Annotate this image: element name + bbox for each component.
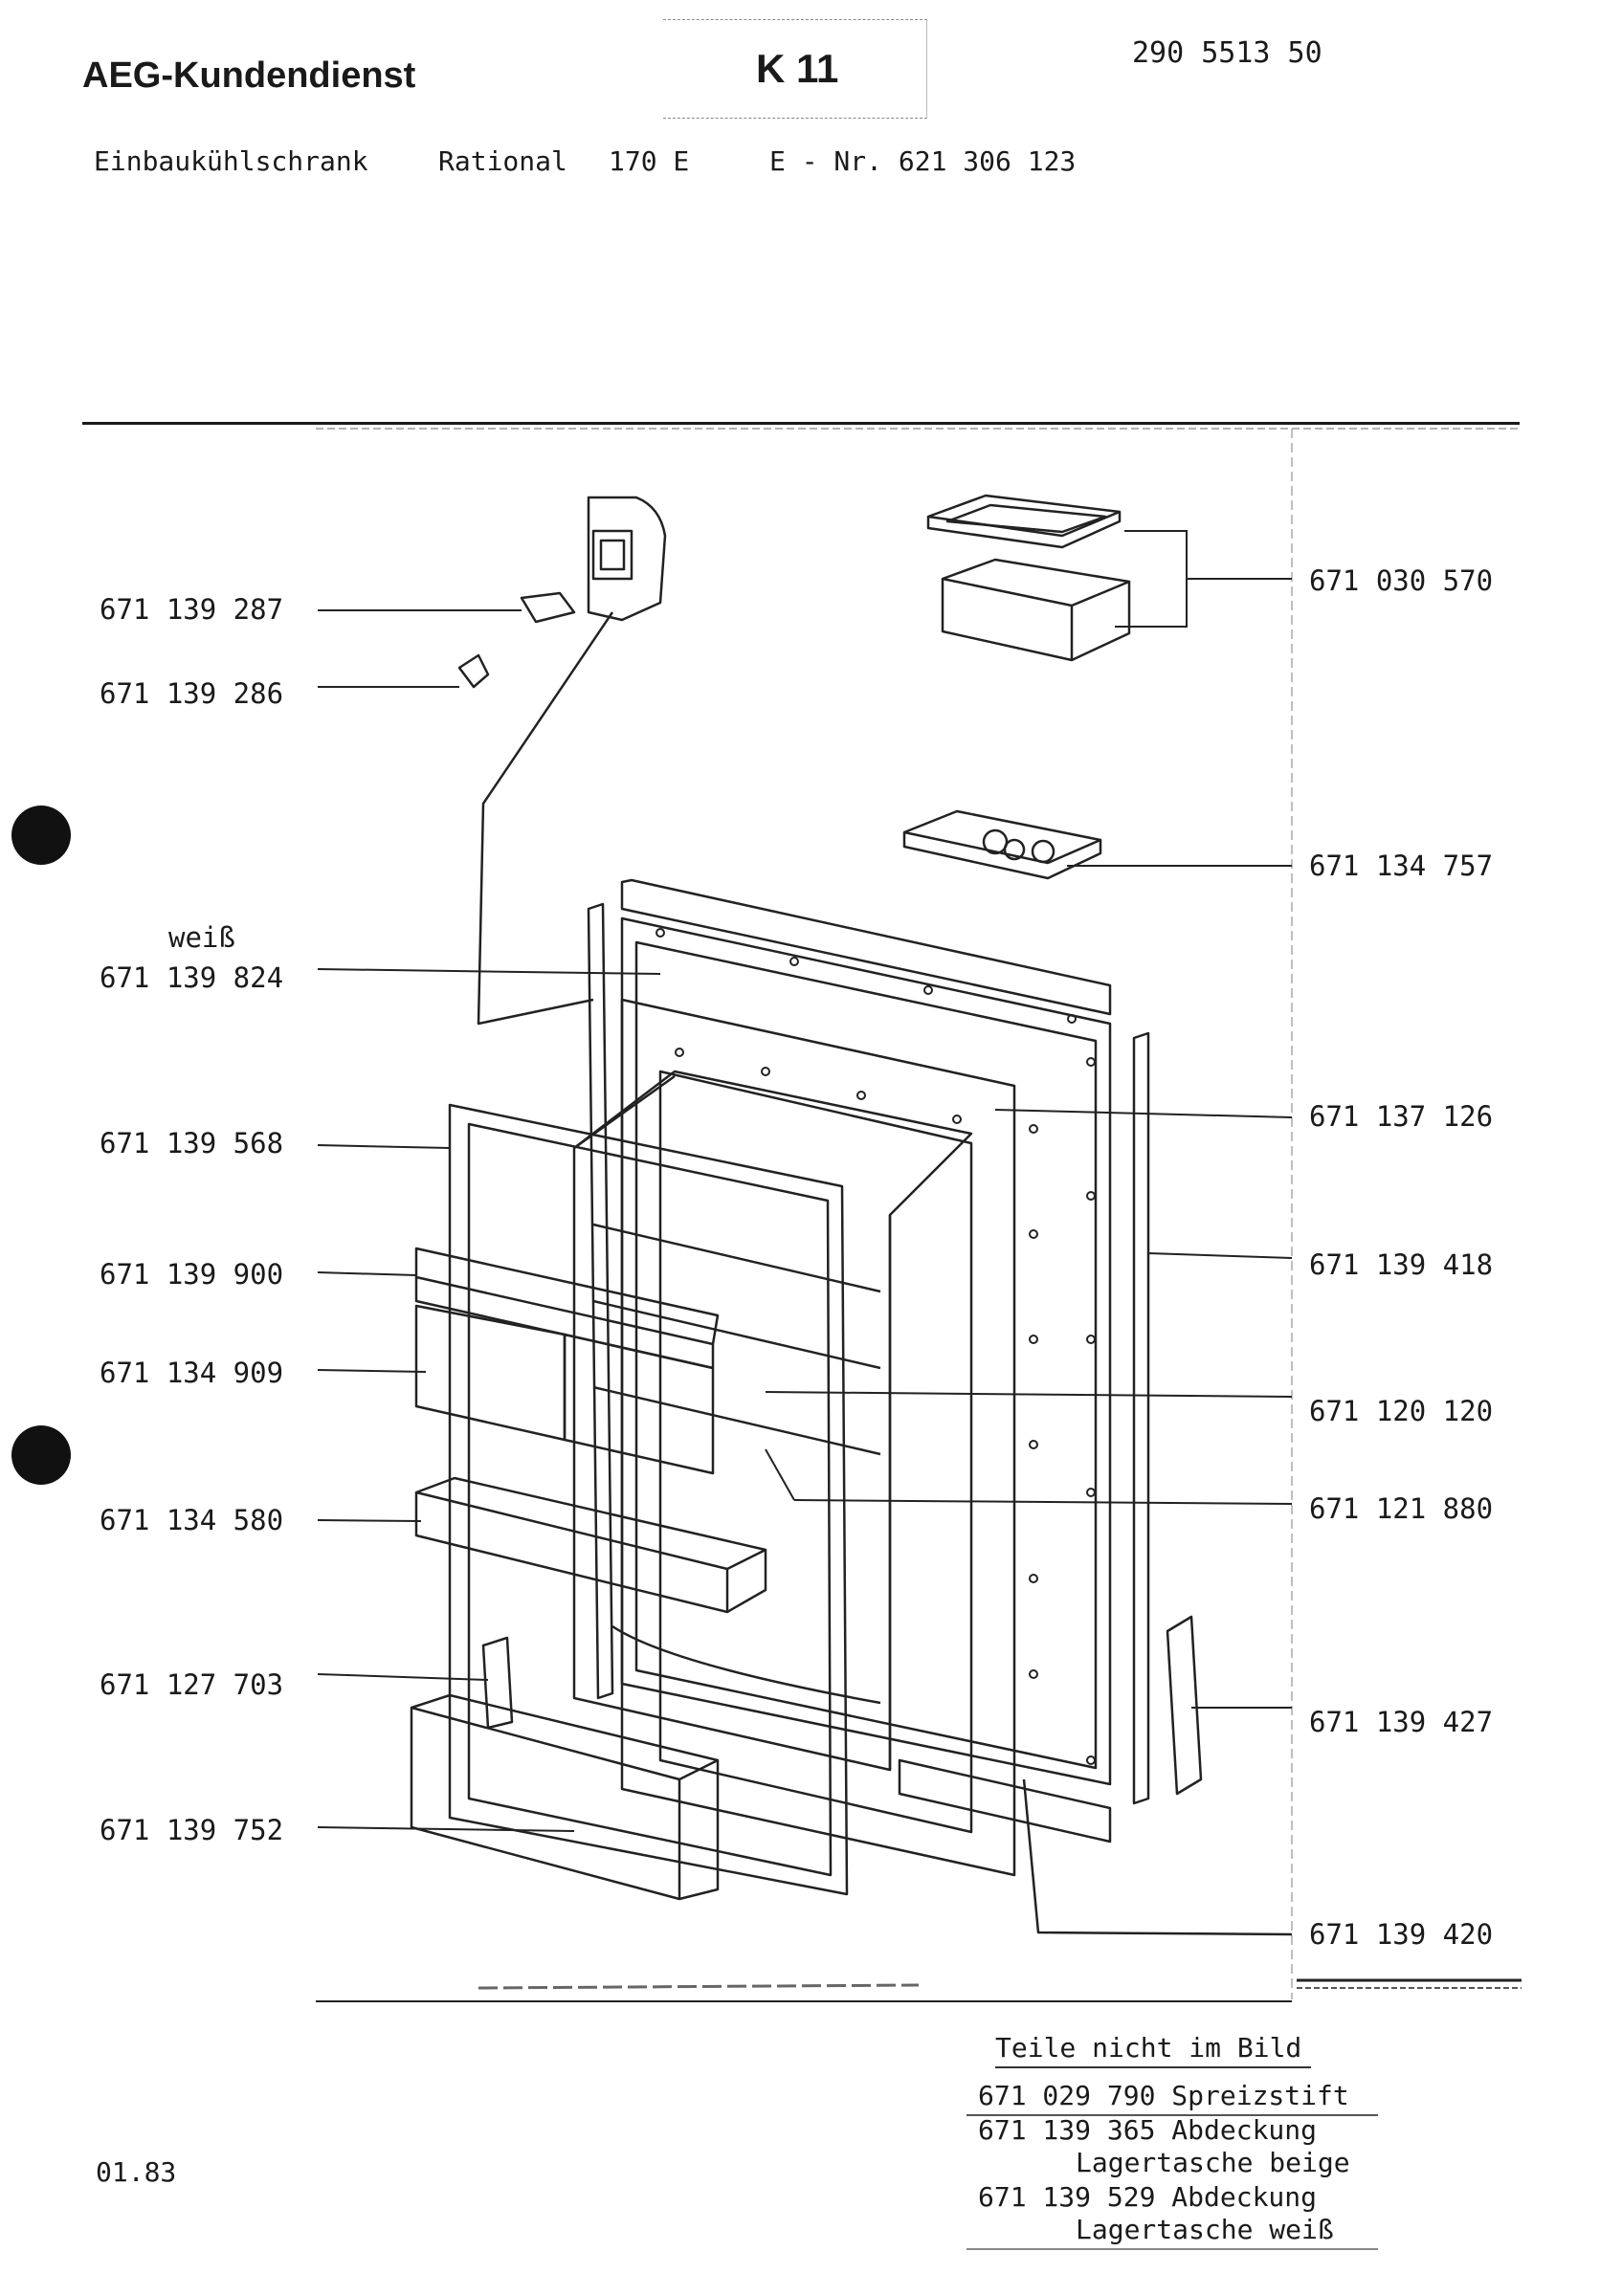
model-variant: 170 E xyxy=(609,145,690,177)
punch-hole-icon xyxy=(11,1425,71,1485)
title-underline xyxy=(995,2066,1311,2068)
part-number-label: 671 139 418 xyxy=(1309,1248,1494,1281)
part-number-label: 671 120 120 xyxy=(1309,1395,1494,1427)
section-code: K 11 xyxy=(756,46,839,91)
document-date: 01.83 xyxy=(96,2156,177,2188)
part-number-label: 671 134 757 xyxy=(1309,850,1494,882)
part-number-label: 671 121 880 xyxy=(1309,1492,1494,1525)
not-shown-item-detail: Lagertasche beige xyxy=(1076,2147,1350,2178)
not-shown-item: 671 139 529 Abdeckung xyxy=(978,2181,1318,2213)
part-number-label: 671 139 420 xyxy=(1309,1918,1494,1951)
not-shown-item: 671 029 790 Spreizstift xyxy=(978,2080,1349,2111)
model-name: Rational xyxy=(438,145,567,177)
part-number-label: 671 137 126 xyxy=(1309,1100,1494,1133)
part-number-label: 671 139 752 xyxy=(100,1814,284,1846)
part-number-label: 671 139 286 xyxy=(100,677,284,710)
part-number-label: 671 134 909 xyxy=(100,1357,284,1389)
table-bottom-rule xyxy=(967,2248,1378,2250)
document-number: 290 5513 50 xyxy=(1132,36,1322,70)
part-number-label: 671 030 570 xyxy=(1309,564,1494,597)
not-shown-item: 671 139 365 Abdeckung xyxy=(978,2114,1318,2146)
brand-title: AEG-Kundendienst xyxy=(82,55,416,96)
part-number-label: 671 134 580 xyxy=(100,1504,284,1536)
product-name: Einbaukühlschrank xyxy=(94,145,368,177)
code-box xyxy=(663,19,927,119)
e-number: E - Nr. 621 306 123 xyxy=(769,145,1077,177)
header-rule xyxy=(82,422,1520,425)
punch-hole-icon xyxy=(11,806,71,865)
color-note: weiß xyxy=(168,921,235,954)
part-number-label: 671 127 703 xyxy=(100,1668,284,1701)
part-number-label: 671 139 900 xyxy=(100,1258,284,1291)
part-number-label: 671 139 568 xyxy=(100,1127,284,1159)
part-number-label: 671 139 427 xyxy=(1309,1706,1494,1738)
part-number-label: 671 139 824 xyxy=(100,961,284,994)
not-shown-item-detail: Lagertasche weiß xyxy=(1076,2214,1334,2245)
not-shown-title: Teile nicht im Bild xyxy=(995,2032,1302,2064)
part-number-label: 671 139 287 xyxy=(100,593,284,626)
item-separator xyxy=(967,2114,1378,2116)
